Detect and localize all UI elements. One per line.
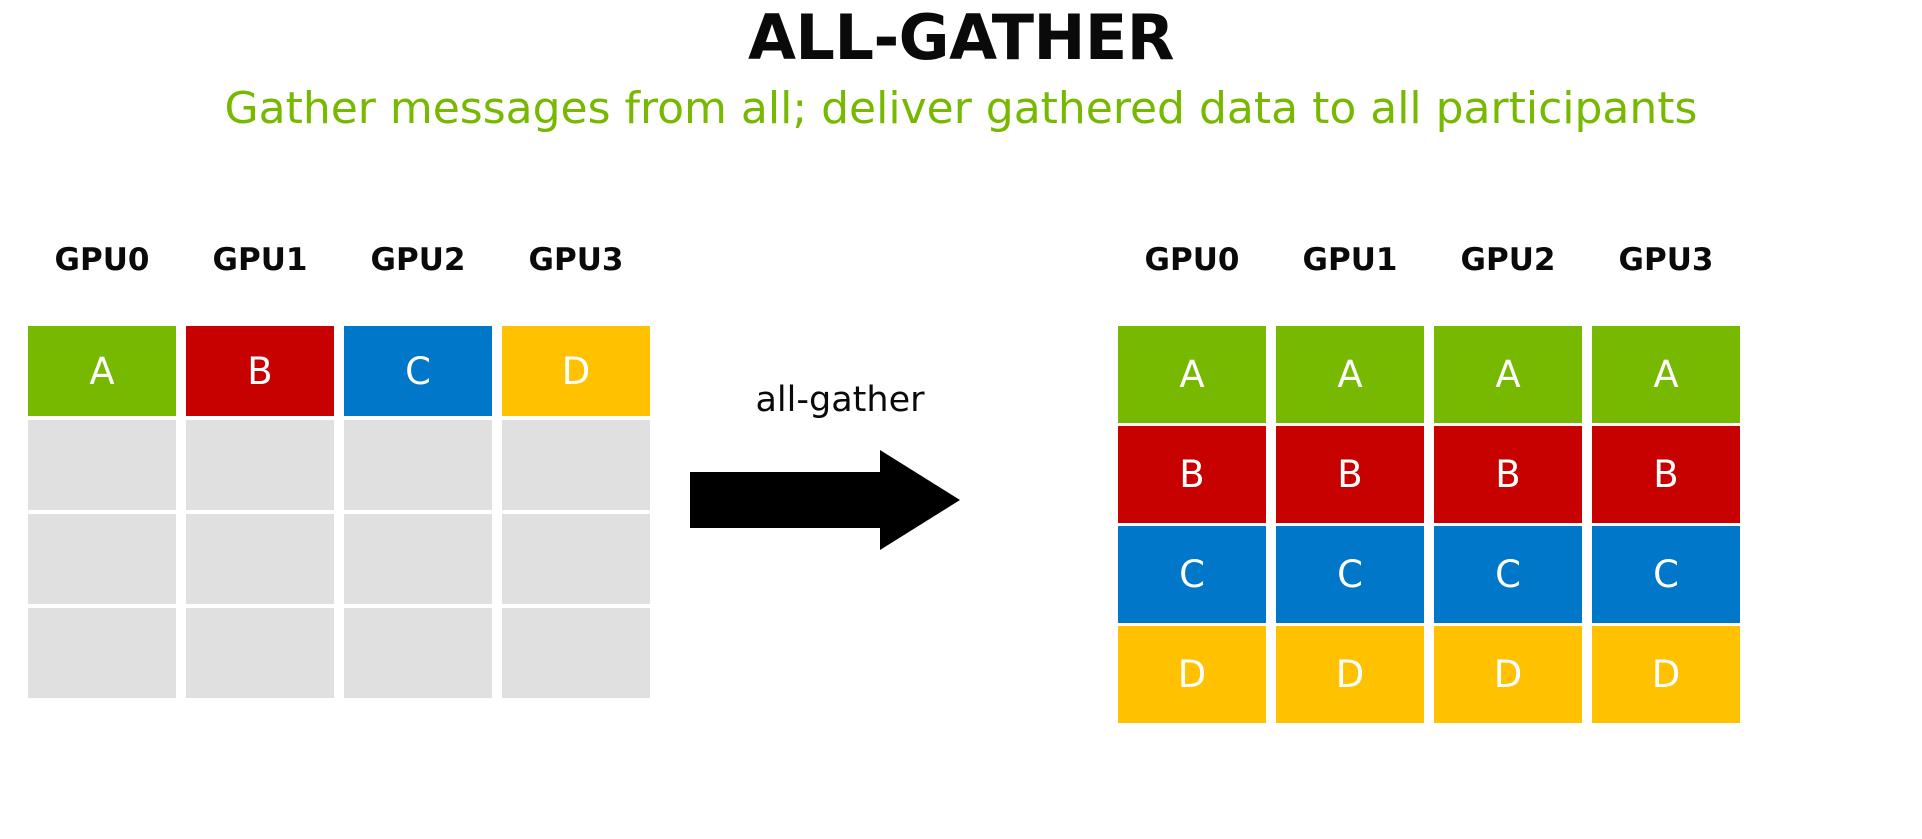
buffer-cell: A [1592, 326, 1740, 423]
buffer-cell: A [1276, 326, 1424, 423]
buffer-cell: B [1592, 426, 1740, 523]
buffer-cell: C [344, 326, 492, 416]
page-subtitle: Gather messages from all; deliver gather… [224, 83, 1698, 134]
buffer-cell: D [1592, 626, 1740, 723]
gpu-column-label: GPU0 [54, 242, 150, 278]
buffer-cell: D [1118, 626, 1266, 723]
gpu-column-label: GPU2 [1460, 242, 1556, 278]
buffer-cell [344, 514, 492, 604]
buffer-cell [186, 514, 334, 604]
gpu-column-label: GPU0 [1144, 242, 1240, 278]
operation-group: all-gather [690, 380, 1100, 620]
buffer-cell: C [1276, 526, 1424, 623]
buffer-cell: C [1118, 526, 1266, 623]
page-title: ALL-GATHER [747, 1, 1175, 74]
gpu-column-label: GPU1 [212, 242, 308, 278]
buffer-cell: B [1434, 426, 1582, 523]
operation-label: all-gather [755, 380, 925, 420]
gpu-column-label: GPU2 [370, 242, 466, 278]
buffer-cell: D [502, 326, 650, 416]
buffer-cell [344, 420, 492, 510]
buffer-cell: A [28, 326, 176, 416]
buffer-cell: B [1276, 426, 1424, 523]
buffer-cell: C [1434, 526, 1582, 623]
buffer-cell [28, 420, 176, 510]
buffer-cell: D [1434, 626, 1582, 723]
buffer-cell [502, 420, 650, 510]
gpu-column-label: GPU3 [1618, 242, 1714, 278]
buffer-cell [28, 608, 176, 698]
buffer-cell: B [186, 326, 334, 416]
buffer-cell: D [1276, 626, 1424, 723]
buffer-cell: B [1118, 426, 1266, 523]
buffer-cell [186, 420, 334, 510]
right-arrow-icon [690, 450, 960, 550]
gpu-column-label: GPU3 [528, 242, 624, 278]
buffer-cell [502, 608, 650, 698]
buffer-cell [344, 608, 492, 698]
buffer-cell [186, 608, 334, 698]
buffer-cell: A [1118, 326, 1266, 423]
gpu-column-label: GPU1 [1302, 242, 1398, 278]
buffer-cell: C [1592, 526, 1740, 623]
buffer-cell [28, 514, 176, 604]
buffer-cell [502, 514, 650, 604]
buffer-cell: A [1434, 326, 1582, 423]
